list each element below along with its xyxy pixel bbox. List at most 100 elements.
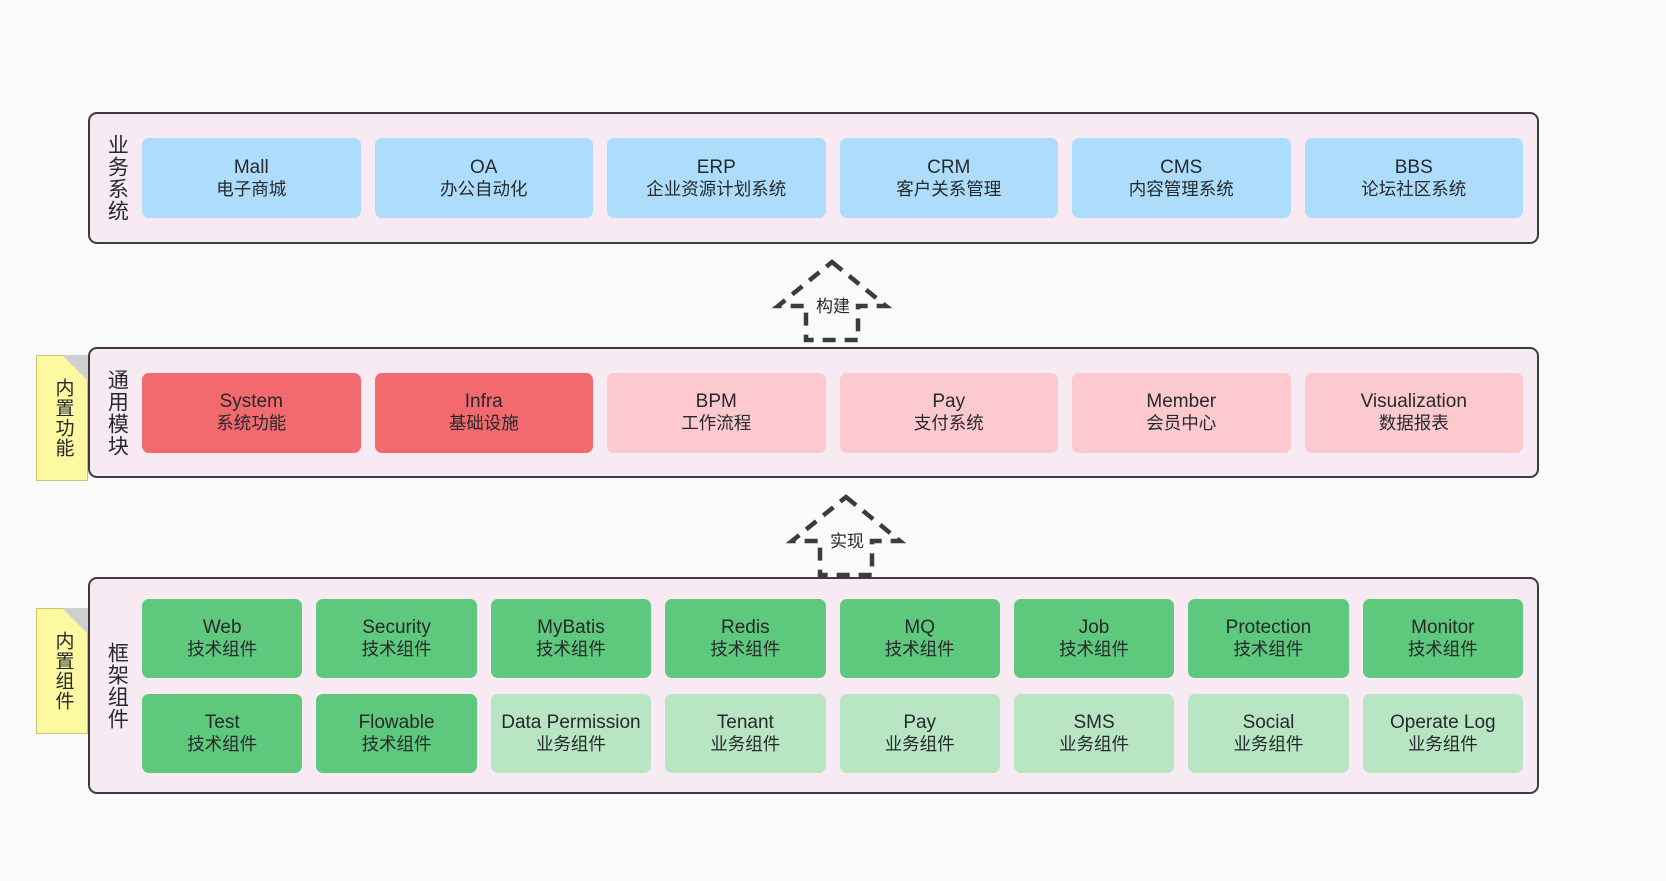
card-title: Tenant	[716, 711, 774, 733]
card-title: BBS	[1394, 156, 1433, 178]
card-cms[interactable]: CMS 内容管理系统	[1072, 138, 1291, 218]
card-crm[interactable]: CRM 客户关系管理	[839, 138, 1058, 218]
card-subtitle: 技术组件	[535, 638, 606, 659]
layer-title-business-systems: 业务系统	[105, 134, 129, 222]
layer-title-framework-components: 框架组件	[105, 641, 129, 730]
card-mybatis[interactable]: MyBatis 技术组件	[490, 598, 652, 678]
card-title: Data Permission	[501, 711, 641, 733]
card-subtitle: 支付系统	[913, 413, 984, 434]
card-subtitle: 技术组件	[361, 733, 432, 754]
card-subtitle: 技术组件	[884, 638, 955, 659]
card-row: System 系统功能 Infra 基础设施 BPM 工作流程 Pay 支付系统…	[142, 372, 1523, 453]
card-title: Job	[1078, 616, 1110, 638]
card-title: Security	[362, 616, 431, 638]
card-bbs[interactable]: BBS 论坛社区系统	[1304, 138, 1523, 218]
note-builtin-function: 内置功能	[36, 355, 88, 481]
layer-title-common-modules: 通用模块	[105, 368, 129, 457]
card-title: Infra	[464, 391, 503, 413]
card-social[interactable]: Social 业务组件	[1188, 693, 1349, 773]
card-protection[interactable]: Protection 技术组件	[1188, 598, 1349, 678]
card-title: ERP	[696, 156, 736, 178]
card-test[interactable]: Test 技术组件	[142, 693, 303, 773]
card-operate-log[interactable]: Operate Log 业务组件	[1362, 693, 1523, 773]
card-subtitle: 技术组件	[187, 733, 258, 754]
card-title: Pay	[903, 711, 937, 733]
card-mq[interactable]: MQ 技术组件	[839, 598, 1000, 678]
card-mall[interactable]: Mall 电子商城	[142, 138, 361, 218]
card-pay-component[interactable]: Pay 业务组件	[839, 693, 1000, 773]
card-visualization[interactable]: Visualization 数据报表	[1304, 372, 1523, 453]
card-subtitle: 技术组件	[1059, 638, 1130, 659]
card-oa[interactable]: OA 办公自动化	[374, 138, 593, 218]
card-row: Mall 电子商城 OA 办公自动化 ERP 企业资源计划系统 CRM 客户关系…	[142, 138, 1523, 218]
card-title: Pay	[932, 391, 966, 413]
card-subtitle: 业务组件	[1059, 733, 1130, 754]
card-title: SMS	[1073, 711, 1115, 733]
card-title: Operate Log	[1389, 711, 1496, 733]
card-title: BPM	[695, 391, 737, 413]
layer-body-framework-components: Web 技术组件 Security 技术组件 MyBatis 技术组件 Redi…	[142, 579, 1537, 792]
card-title: MyBatis	[537, 616, 605, 638]
card-flowable[interactable]: Flowable 技术组件	[316, 693, 477, 773]
card-row: Web 技术组件 Security 技术组件 MyBatis 技术组件 Redi…	[142, 598, 1523, 678]
card-job[interactable]: Job 技术组件	[1013, 598, 1175, 678]
note-text: 内置组件	[52, 631, 74, 711]
card-security[interactable]: Security 技术组件	[316, 598, 477, 678]
card-subtitle: 内容管理系统	[1128, 178, 1234, 199]
card-title: Protection	[1225, 616, 1312, 638]
card-row: Test 技术组件 Flowable 技术组件 Data Permission …	[142, 693, 1523, 773]
card-subtitle: 工作流程	[681, 413, 752, 434]
layer-business-systems: 业务系统 Mall 电子商城 OA 办公自动化 ERP 企业资源计划系统 CRM…	[88, 112, 1539, 244]
card-title: OA	[470, 156, 498, 178]
card-title: Member	[1146, 391, 1217, 413]
card-title: MQ	[904, 616, 935, 638]
card-subtitle: 技术组件	[361, 638, 432, 659]
arrow-label-implement: 实现	[828, 527, 866, 552]
card-erp[interactable]: ERP 企业资源计划系统	[607, 138, 826, 218]
card-title: Monitor	[1411, 616, 1475, 638]
card-title: Flowable	[358, 711, 435, 733]
card-system[interactable]: System 系统功能	[142, 372, 361, 453]
card-data-permission[interactable]: Data Permission 业务组件	[490, 693, 652, 773]
card-title: CMS	[1160, 156, 1203, 178]
card-subtitle: 业务组件	[884, 733, 955, 754]
layer-common-modules: 通用模块 System 系统功能 Infra 基础设施 BPM 工作流程 Pay…	[88, 347, 1539, 478]
note-text: 内置功能	[52, 378, 74, 458]
card-subtitle: 业务组件	[535, 733, 606, 754]
card-redis[interactable]: Redis 技术组件	[665, 598, 826, 678]
card-title: Redis	[721, 616, 770, 638]
card-subtitle: 数据报表	[1378, 413, 1449, 434]
card-member[interactable]: Member 会员中心	[1072, 372, 1291, 453]
card-subtitle: 论坛社区系统	[1361, 178, 1467, 199]
card-subtitle: 技术组件	[1233, 638, 1304, 659]
card-subtitle: 业务组件	[1233, 733, 1304, 754]
arrow-label-build: 构建	[814, 292, 852, 317]
card-infra[interactable]: Infra 基础设施	[374, 372, 593, 453]
note-builtin-component: 内置组件	[36, 608, 88, 734]
layer-body-common-modules: System 系统功能 Infra 基础设施 BPM 工作流程 Pay 支付系统…	[142, 349, 1537, 476]
card-monitor[interactable]: Monitor 技术组件	[1362, 598, 1523, 678]
card-title: Mall	[233, 156, 269, 178]
card-title: Test	[204, 711, 240, 733]
card-subtitle: 技术组件	[710, 638, 781, 659]
card-subtitle: 客户关系管理	[896, 178, 1002, 199]
card-title: Web	[202, 616, 242, 638]
card-tenant[interactable]: Tenant 业务组件	[665, 693, 826, 773]
card-pay-module[interactable]: Pay 支付系统	[839, 372, 1058, 453]
arrow-build-svg	[771, 259, 893, 343]
card-subtitle: 电子商城	[216, 178, 287, 199]
card-subtitle: 会员中心	[1146, 413, 1217, 434]
card-subtitle: 业务组件	[710, 733, 781, 754]
card-subtitle: 技术组件	[187, 638, 258, 659]
layer-framework-components: 框架组件 Web 技术组件 Security 技术组件 MyBatis 技术组件…	[88, 577, 1539, 794]
arrow-implement-svg	[785, 494, 907, 578]
layer-body-business-systems: Mall 电子商城 OA 办公自动化 ERP 企业资源计划系统 CRM 客户关系…	[142, 114, 1537, 242]
card-subtitle: 企业资源计划系统	[646, 178, 787, 199]
card-subtitle: 基础设施	[448, 413, 519, 434]
generalization-arrow-implement: 实现	[766, 493, 926, 578]
card-bpm[interactable]: BPM 工作流程	[607, 372, 826, 453]
card-title: System	[219, 391, 283, 413]
card-sms[interactable]: SMS 业务组件	[1013, 693, 1175, 773]
card-web[interactable]: Web 技术组件	[142, 598, 303, 678]
